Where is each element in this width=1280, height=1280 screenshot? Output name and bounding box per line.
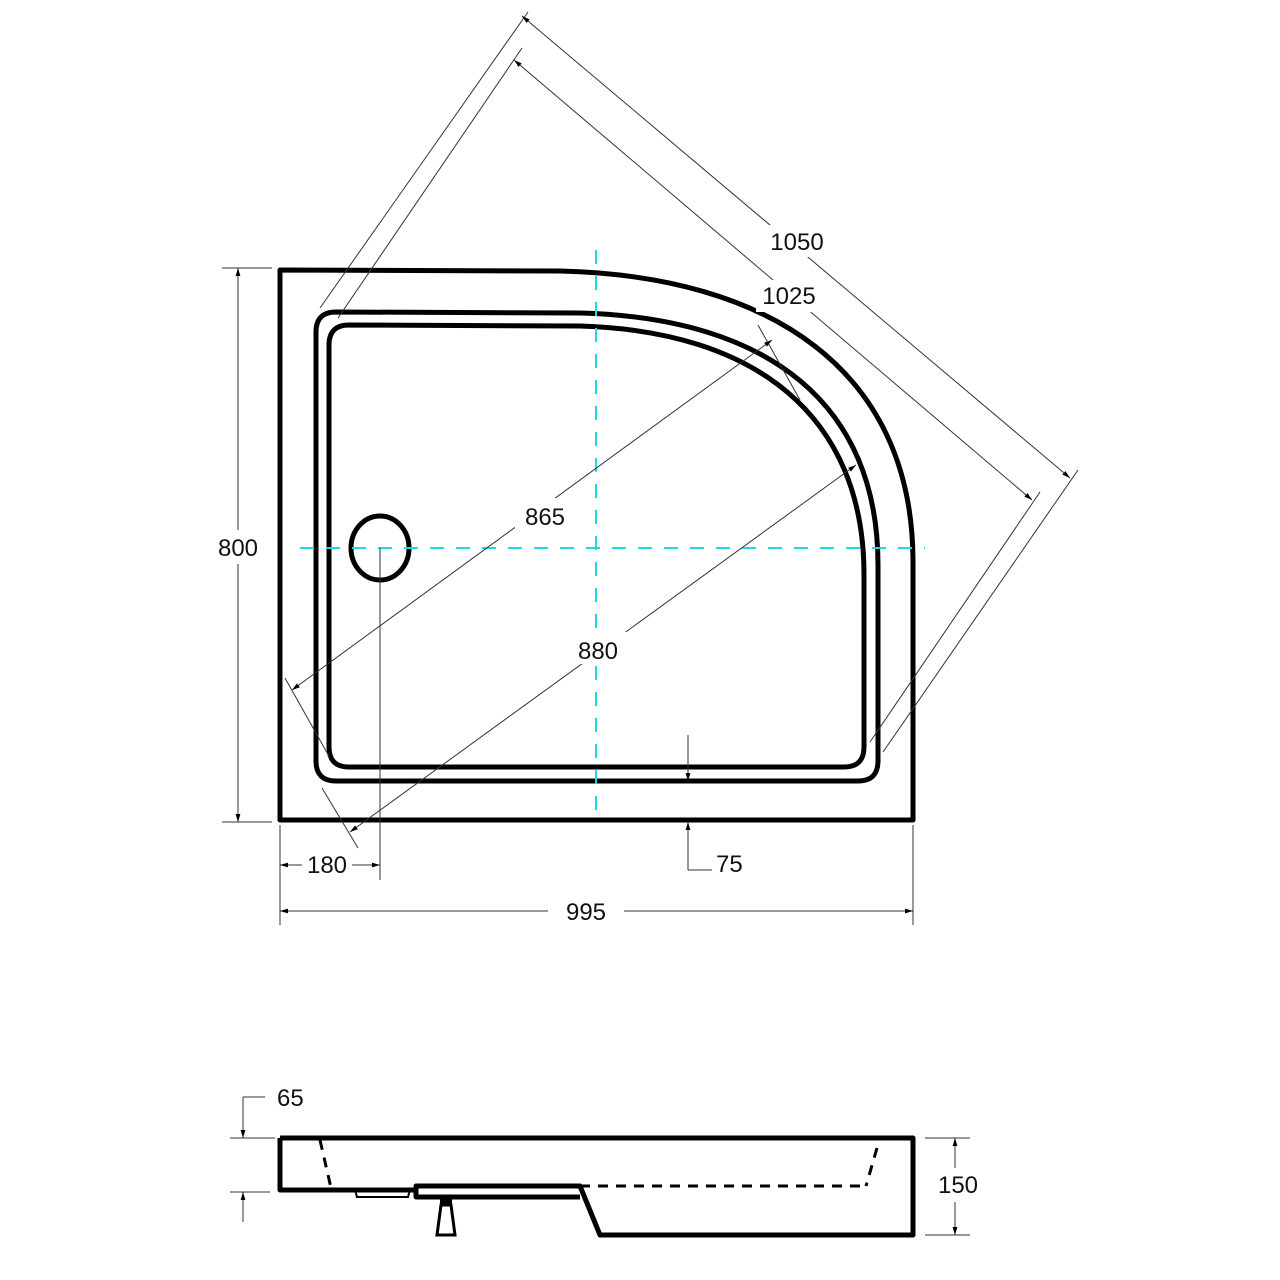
dimension-depth-total: 150 bbox=[925, 1137, 981, 1236]
dimension-height: 800 bbox=[212, 267, 272, 823]
section-outline bbox=[277, 1135, 916, 1238]
dimension-outer-diagonals: 1050 1025 bbox=[319, 11, 1079, 753]
dimension-width: 995 bbox=[279, 825, 914, 929]
dimension-depth-inner: 65 bbox=[230, 1085, 304, 1222]
dim-800-label: 800 bbox=[218, 535, 258, 562]
dim-180-label: 180 bbox=[307, 852, 347, 879]
dim-150-label: 150 bbox=[938, 1172, 978, 1199]
drain-foot-icon bbox=[435, 1198, 457, 1237]
dim-880-label: 880 bbox=[578, 638, 618, 665]
dim-1050-label: 1050 bbox=[770, 229, 823, 256]
dim-995-label: 995 bbox=[566, 899, 606, 926]
dimension-rim-width: 75 bbox=[685, 735, 743, 878]
dim-75-label: 75 bbox=[716, 851, 743, 878]
dim-65-label: 65 bbox=[277, 1085, 304, 1112]
section-view bbox=[277, 1135, 916, 1238]
dimension-diagonals: 865 880 bbox=[284, 324, 857, 849]
dim-865-label: 865 bbox=[525, 504, 565, 531]
dim-1025-label: 1025 bbox=[762, 283, 815, 310]
plan-view bbox=[277, 250, 925, 823]
